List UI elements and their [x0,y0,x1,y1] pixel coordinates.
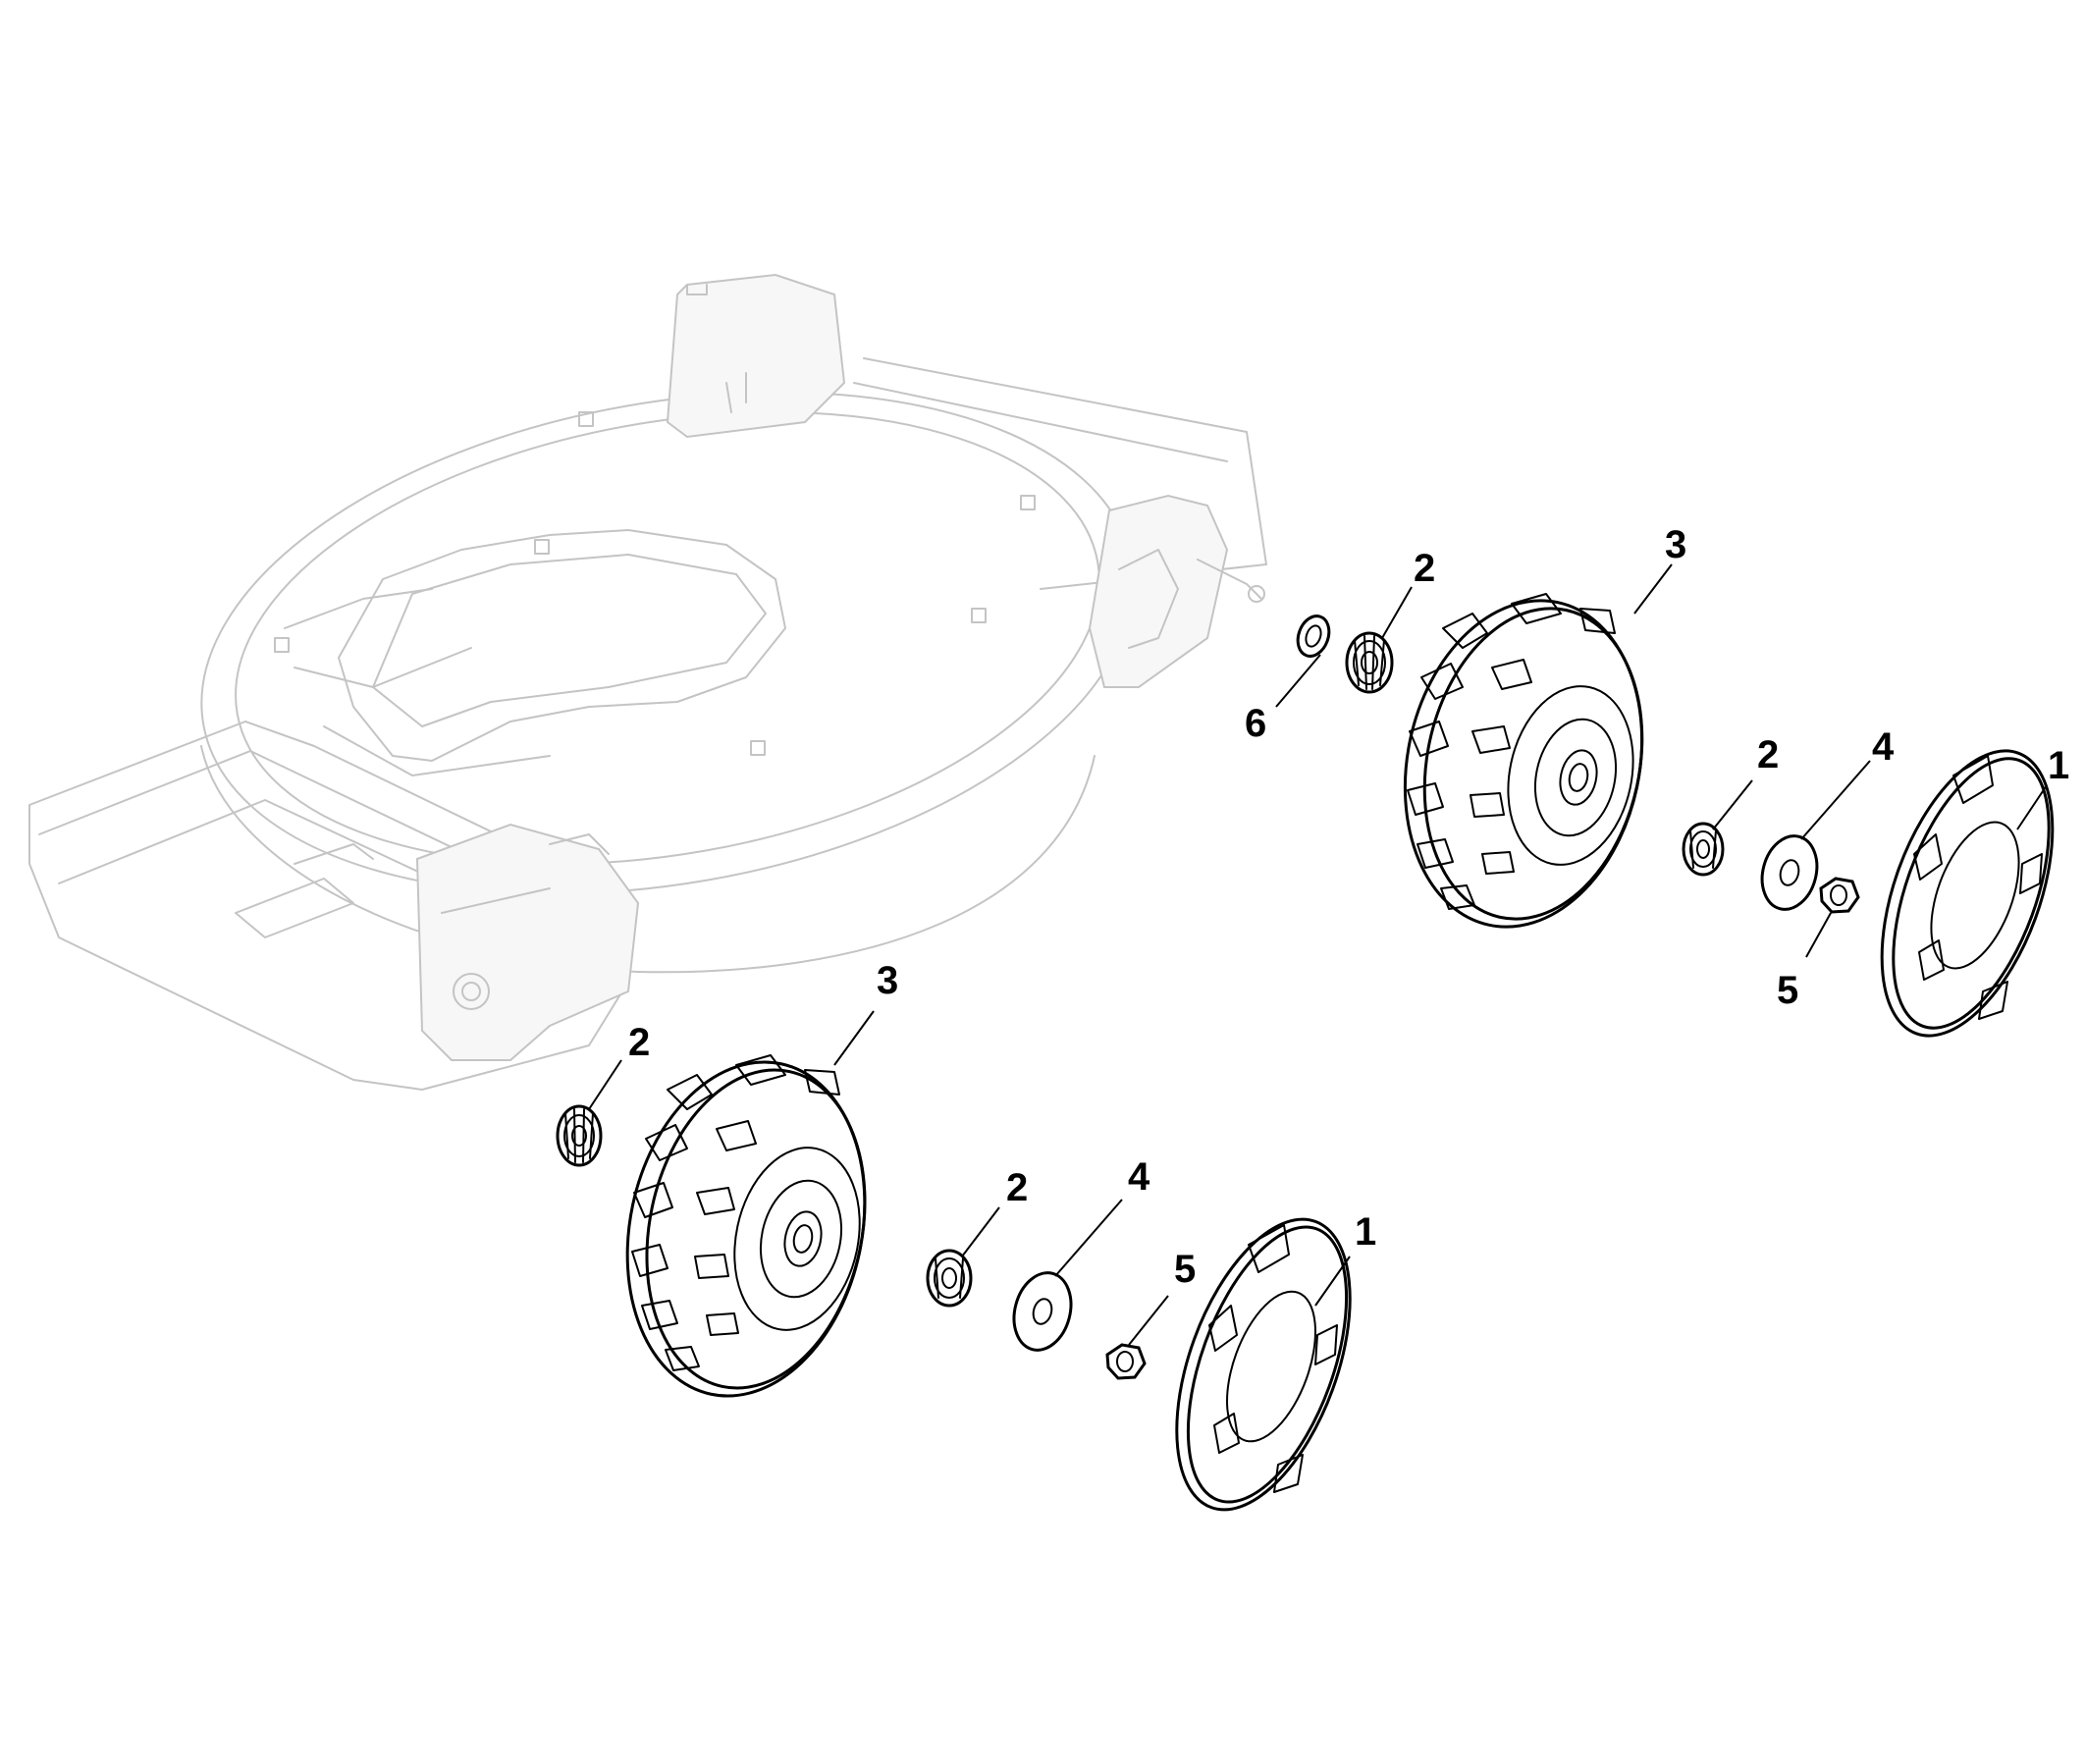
callout-rear-washer: 4 [1872,725,1895,769]
callout-front-cap: 1 [1355,1210,1376,1254]
callout-labels: 6 2 3 2 4 5 1 2 3 2 4 5 1 [628,523,2069,1291]
wheel-front [625,1054,867,1398]
callout-front-wheel: 3 [877,959,898,1002]
nut-rear [1819,877,1860,914]
nut-front [1105,1343,1147,1380]
mower-deck-outline [28,273,1267,1091]
callout-rear-bearing-outer: 2 [1757,733,1779,776]
washer-front [1012,1271,1073,1352]
hub-cap-rear [1880,749,2055,1038]
callout-rear-wheel: 3 [1665,523,1686,566]
washer-rear [1760,834,1819,911]
hub-cap-front [1175,1217,1352,1512]
callout-rear-nut: 5 [1777,969,1798,1012]
callout-front-nut: 5 [1174,1248,1196,1291]
wheel-rear [1403,593,1644,929]
callout-front-bearing-inner: 2 [628,1021,650,1064]
callout-rear-spacer: 6 [1245,702,1266,745]
callout-front-bearing-outer: 2 [1006,1166,1028,1209]
leader-lines [588,563,2048,1346]
spacer-washer-rear [1296,615,1331,658]
bearing-front-inner [556,1104,603,1167]
callout-front-washer: 4 [1128,1155,1150,1199]
callout-rear-bearing-inner: 2 [1414,547,1435,590]
bearing-rear-outer [1682,822,1725,877]
bearing-front-outer [926,1249,973,1308]
callout-rear-cap: 1 [2048,744,2069,787]
bearing-rear-inner [1345,631,1394,694]
